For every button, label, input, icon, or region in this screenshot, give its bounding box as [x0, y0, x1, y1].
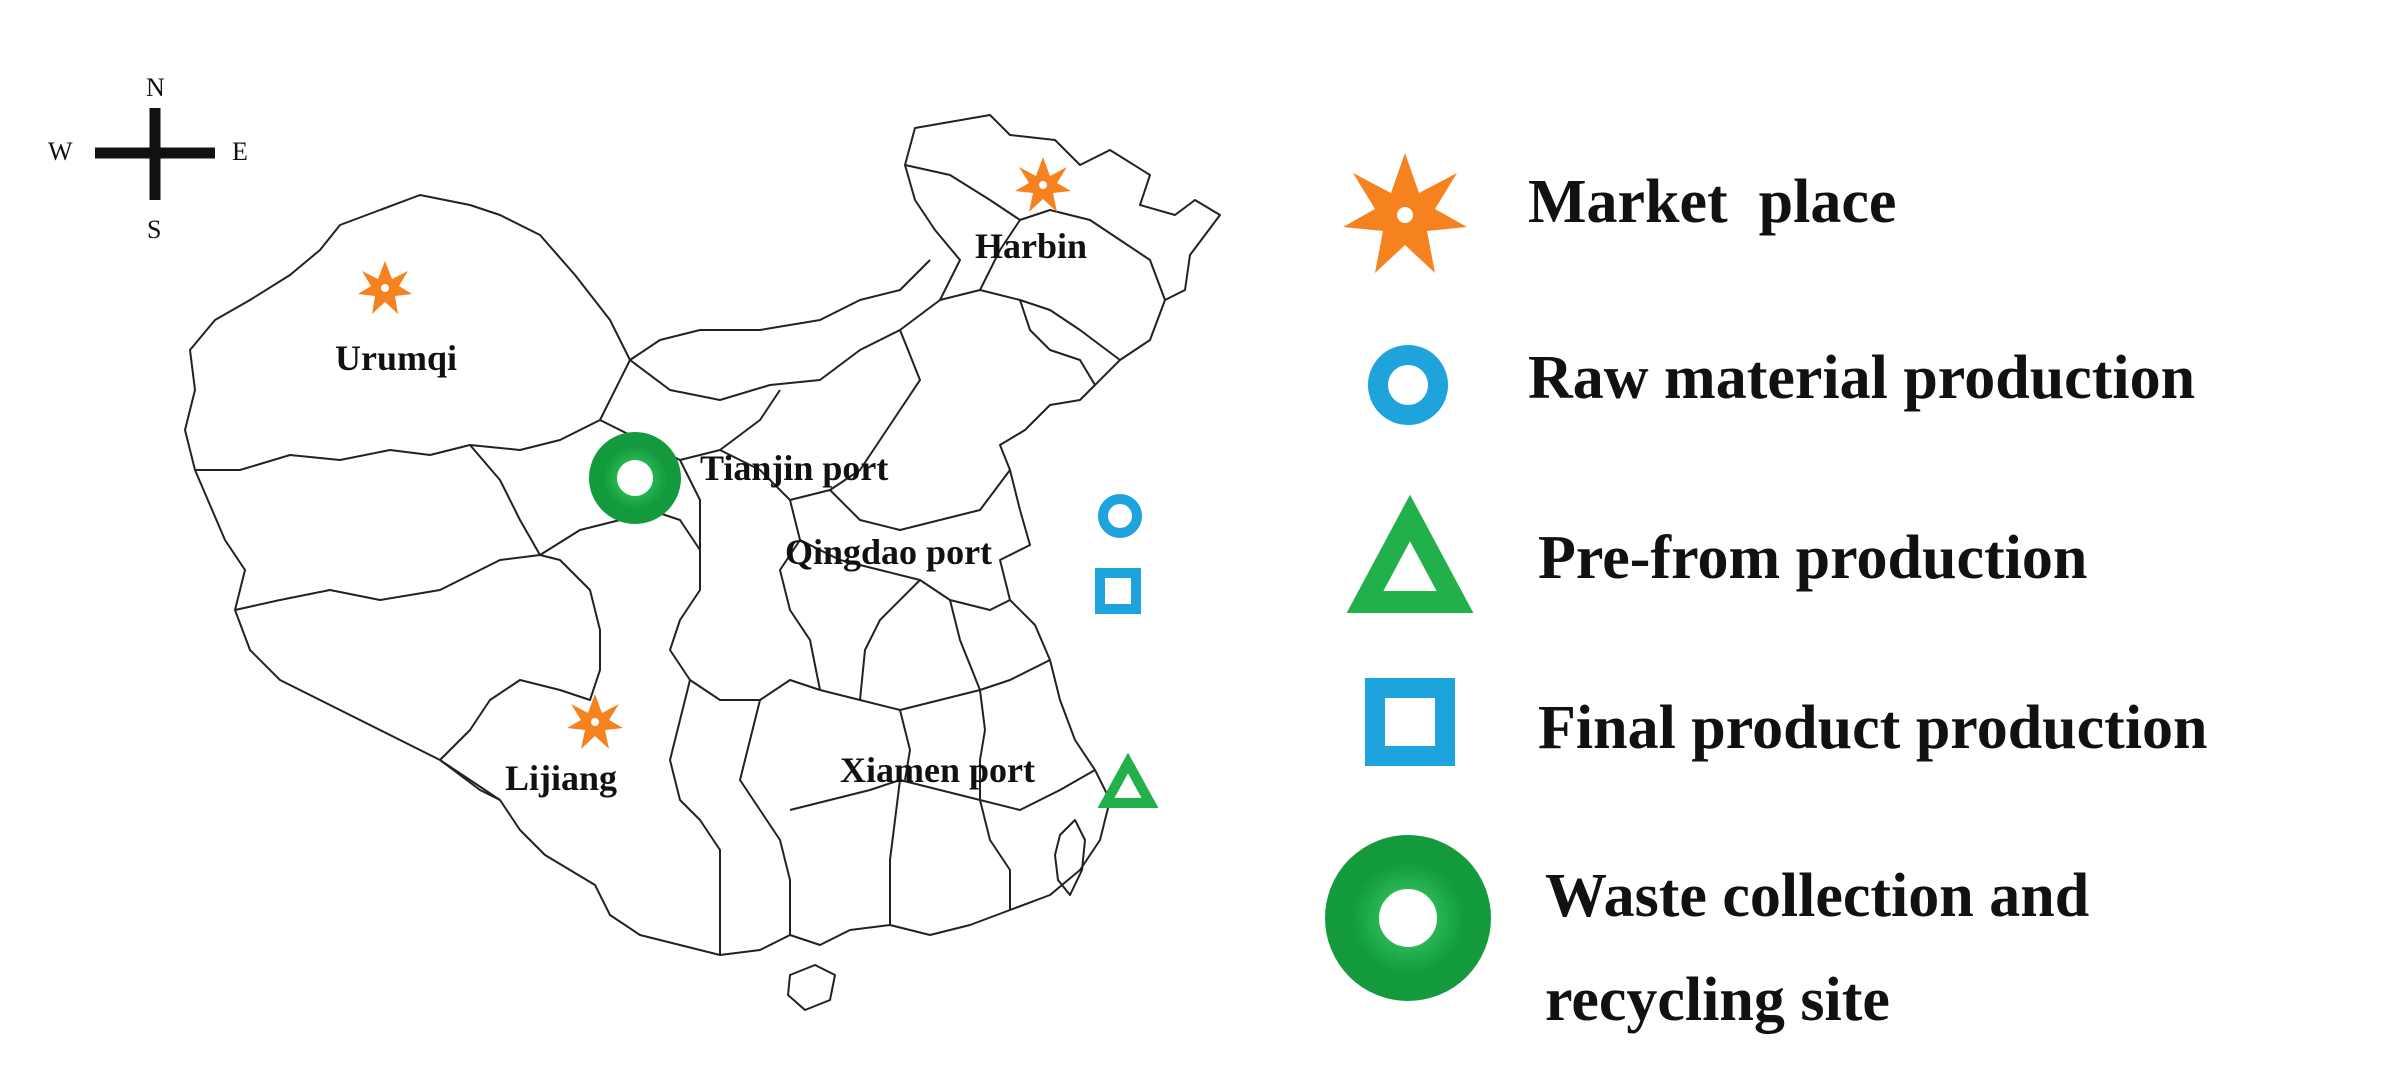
city-label-xiamen: Xiamen port: [840, 750, 1035, 790]
harbin-marker: [1015, 157, 1071, 212]
compass-north: N: [146, 73, 165, 102]
city-markers: Harbin Urumqi Lijiang Tianjin port Qingd…: [335, 157, 1159, 808]
legend-final-label: Final product production: [1538, 694, 2208, 762]
legend-waste-icon: [1325, 835, 1491, 1001]
taiwan-outline: [1054, 819, 1086, 896]
legend-final-icon: [1365, 678, 1455, 766]
city-label-qingdao: Qingdao port: [785, 532, 992, 572]
city-label-lijiang: Lijiang: [505, 758, 617, 798]
city-label-urumqi: Urumqi: [335, 338, 457, 378]
tianjin-marker: [589, 432, 681, 524]
legend: Market place Raw material production Pre…: [1325, 153, 2208, 1034]
legend-raw-label: Raw material production: [1528, 344, 2195, 412]
compass-east: E: [232, 137, 248, 166]
lijiang-marker: [567, 694, 623, 749]
urumqi-marker: [358, 261, 412, 314]
legend-waste-label-line2: recycling site: [1545, 966, 1890, 1034]
legend-preform-label: Pre-from production: [1538, 524, 2087, 592]
city-label-tianjin: Tianjin port: [700, 448, 888, 488]
country-outline: [184, 114, 1221, 956]
compass-rose: N S W E: [48, 73, 248, 244]
legend-market-icon: [1343, 153, 1467, 273]
qingdao-raw-marker: [1098, 494, 1142, 538]
legend-preform-icon: [1346, 494, 1474, 613]
legend-market-label: Market place: [1528, 168, 1896, 236]
compass-south: S: [147, 215, 161, 244]
china-map: [184, 114, 1221, 1011]
hainan-outline: [787, 964, 836, 1011]
compass-west: W: [48, 137, 73, 166]
qingdao-final-marker: [1095, 568, 1141, 614]
legend-raw-icon: [1368, 345, 1448, 425]
city-label-harbin: Harbin: [975, 226, 1087, 266]
legend-waste-label-line1: Waste collection and: [1545, 862, 2089, 930]
xiamen-marker: [1097, 752, 1159, 808]
